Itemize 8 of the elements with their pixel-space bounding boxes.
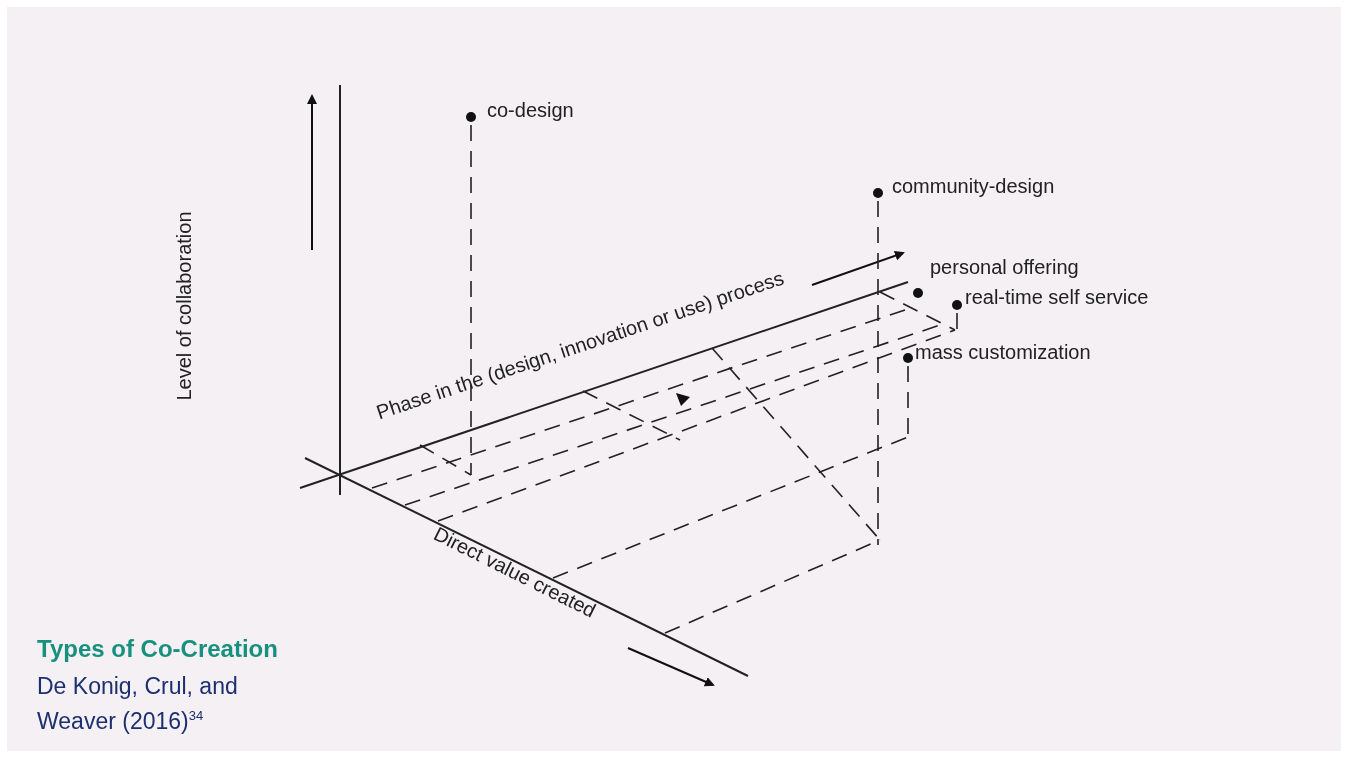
point-label: real-time self service bbox=[965, 285, 1149, 309]
point-label: community-design bbox=[892, 174, 1055, 198]
point-label: mass customization bbox=[915, 340, 1091, 364]
axis-label: Level of collaboration bbox=[171, 211, 195, 401]
point-label: co-design bbox=[487, 98, 574, 122]
point-label: personal offering bbox=[930, 255, 1079, 279]
title: Types of Co-Creation bbox=[37, 635, 278, 663]
caption: De Konig, Crul, and Weaver (2016)$^{34}$ bbox=[37, 672, 239, 736]
